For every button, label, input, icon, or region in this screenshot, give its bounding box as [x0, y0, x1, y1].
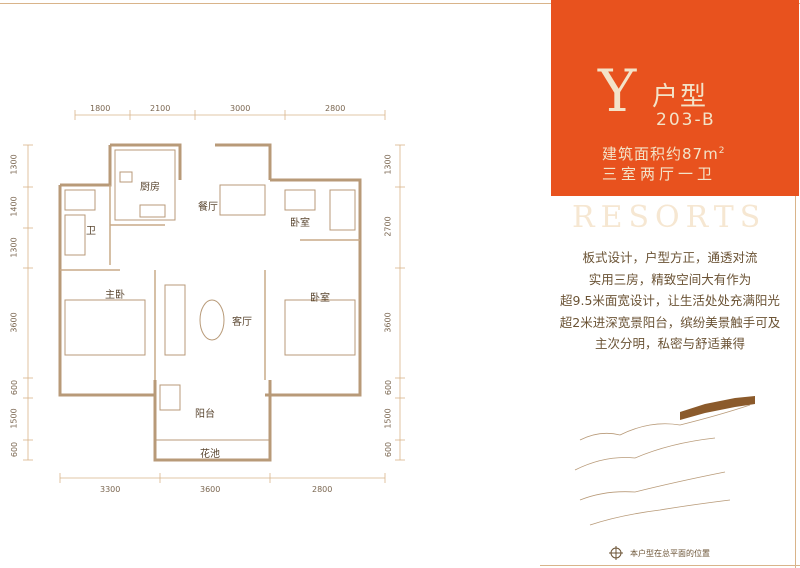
description-line: 主次分明，私密与舒适兼得 — [594, 336, 745, 351]
dim-top-1: 1800 — [90, 104, 111, 113]
dim-left-6: 1500 — [9, 408, 19, 429]
room-bedroom2: 卧室 — [310, 293, 330, 304]
dim-right-3: 3600 — [383, 312, 393, 333]
description-line: 板式设计，户型方正，通透对流 — [582, 250, 758, 265]
top-border-line — [0, 3, 800, 4]
dim-left-5: 600 — [10, 379, 20, 396]
description-line: 实用三房，精致空间大有作为 — [588, 271, 752, 287]
dim-right-5: 1500 — [383, 408, 393, 429]
room-count: 三室两厅一卫 — [602, 165, 717, 183]
dim-right-1: 1300 — [383, 154, 393, 175]
description-line: 超9.5米面宽设计，让生活处处充满阳光 — [560, 293, 780, 308]
bottom-border-line — [540, 565, 800, 566]
room-bath: 卫 — [86, 226, 96, 237]
dim-left-4: 3600 — [9, 312, 19, 333]
unit-type-badge — [551, 0, 799, 196]
room-living: 客厅 — [232, 317, 252, 328]
right-border-line — [795, 3, 796, 568]
room-master: 主卧 — [105, 290, 125, 301]
dim-top-2: 2100 — [150, 104, 171, 113]
unit-code: 203-B — [656, 110, 716, 130]
dim-right-2: 2700 — [383, 216, 393, 237]
dim-right-4: 600 — [384, 379, 394, 396]
floor-area: 建筑面积约87m2 — [602, 145, 726, 163]
description-text: 板式设计，户型方正，通透对流 实用三房，精致空间大有作为 超9.5米面宽设计，让… — [548, 247, 792, 355]
description-line: 超2米进深宽景阳台，缤纷美景触手可及 — [559, 314, 781, 330]
dim-top-3: 3000 — [230, 104, 251, 113]
dim-left-3: 1300 — [9, 237, 19, 258]
unit-type-label: 户型 — [652, 82, 709, 112]
room-bedroom-small: 卧室 — [290, 218, 310, 229]
room-balcony: 阳台 — [195, 409, 215, 420]
room-kitchen: 厨房 — [140, 182, 160, 193]
dim-left-7: 600 — [10, 441, 20, 458]
dim-bottom-1: 3300 — [100, 485, 121, 494]
dim-right-6: 600 — [384, 441, 394, 458]
dim-left-2: 1400 — [9, 196, 19, 217]
dim-top-4: 2800 — [325, 104, 346, 113]
dim-left-1: 1300 — [9, 154, 19, 175]
site-plan-caption: 本户型在总平面的位置 — [630, 549, 710, 558]
brand-watermark: RESORTS — [572, 200, 767, 235]
unit-letter: Y — [598, 57, 637, 125]
dim-bottom-2: 3600 — [200, 485, 221, 494]
dim-bottom-3: 2800 — [312, 485, 333, 494]
room-planter: 花池 — [200, 449, 220, 460]
room-dining: 餐厅 — [198, 202, 218, 213]
